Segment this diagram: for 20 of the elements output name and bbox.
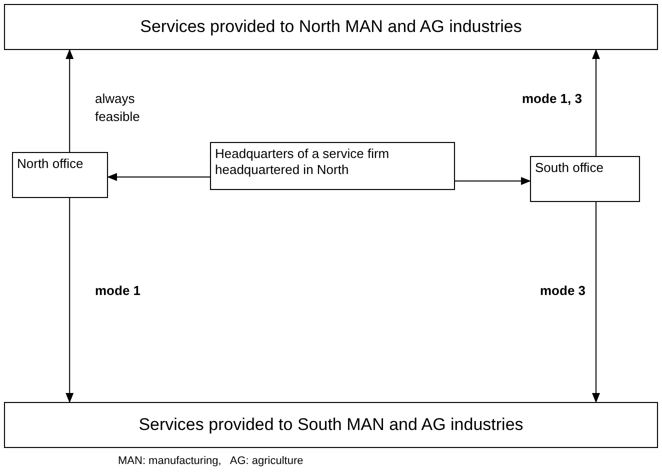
edge-label: mode 1, 3 (522, 90, 582, 108)
arrow (66, 198, 74, 403)
text-box (12, 152, 108, 198)
box-text: South office (535, 160, 604, 176)
arrow (107, 173, 210, 181)
box-text: Services provided to North MAN and AG industries (140, 16, 522, 38)
box-text: Services provided to South MAN and AG industries (138, 414, 524, 436)
edge-label: mode 3 (540, 282, 586, 300)
box-text: Headquarters of a service firm headquartered in North (215, 146, 390, 178)
edge-label: mode 1 (95, 282, 141, 300)
text-box (4, 4, 658, 50)
arrow (66, 49, 74, 152)
text-box (530, 156, 640, 202)
arrow (454, 177, 531, 185)
text-box (4, 402, 658, 448)
edge-label: always feasible (95, 90, 141, 126)
box-text: North office (17, 156, 84, 172)
arrow (592, 49, 600, 156)
text-box (210, 142, 455, 190)
arrow (592, 202, 600, 403)
